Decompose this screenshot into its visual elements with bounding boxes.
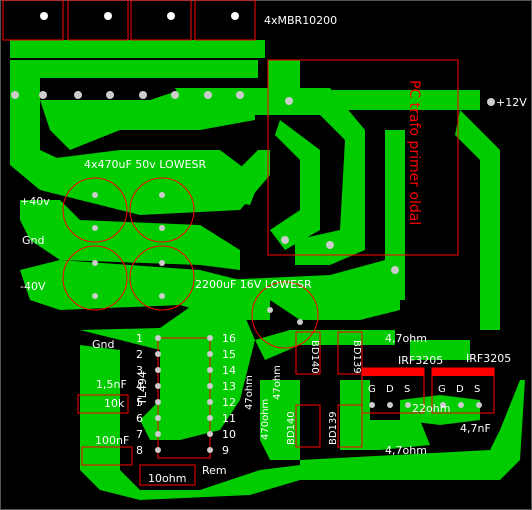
cap-2200 [251, 281, 319, 349]
ic-pin-4: 4 [136, 380, 143, 393]
irf-1-tab [362, 368, 424, 376]
cap-470-2 [129, 177, 195, 243]
ic-pin-5: 5 [136, 396, 143, 409]
irf-2-tab [432, 368, 494, 376]
diode-package-2 [67, 0, 129, 41]
ic-pin-numbers-left: 1 2 3 4 5 6 7 8 [136, 332, 143, 457]
silkscreen-layer [2, 0, 495, 486]
label-bd139a: BD139 [351, 340, 362, 374]
ic-pin-16: 16 [222, 332, 236, 345]
label-r4-7a: 4,7ohm [385, 332, 427, 345]
ic-pin-10: 10 [222, 428, 236, 441]
r10ohm-outline [139, 464, 196, 486]
ic-pin-11: 11 [222, 412, 236, 425]
label-r10k: 10k [104, 397, 125, 410]
ic-pads [155, 335, 213, 453]
diode-symbols [40, 12, 239, 20]
label-r4-7b: 4,7ohm [385, 444, 427, 457]
bd139-a-outline [337, 331, 363, 375]
mosfet-2-pin-G: G [438, 384, 446, 395]
cap-470-1 [62, 177, 128, 243]
label-40v-pos: +40v [20, 195, 50, 208]
label-bd139b: BD139 [328, 411, 339, 445]
diode-package-4 [194, 0, 256, 41]
label-cap2200: 2200uF 16V LOWESR [195, 278, 312, 291]
ic-pin-3: 3 [136, 364, 143, 377]
label-diodes: 4xMBR10200 [264, 14, 337, 27]
mosfet-1-pin-D: D [386, 384, 394, 395]
label-r47a: 47ohm [244, 375, 255, 410]
ic-pin-12: 12 [222, 396, 236, 409]
label-ic: TL494 [136, 371, 149, 406]
label-c4n7: 4,7nF [460, 422, 491, 435]
label-bd140a: BD140 [309, 340, 320, 374]
ic-pin-numbers-right: 16 15 14 13 12 11 10 9 [222, 332, 236, 457]
label-irf1: IRF3205 [398, 354, 443, 367]
mosfet-1-pin-G: G [368, 384, 376, 395]
ic-pin-2: 2 [136, 348, 143, 361]
mosfet-2-pin-S: S [474, 384, 480, 395]
label-caps: 4x470uF 50v LOWESR [84, 158, 207, 171]
bd140-b-outline [295, 404, 321, 448]
c100n-outline [81, 446, 133, 466]
label-c100n: 100nF [95, 434, 129, 447]
ic-pin-1: 1 [136, 332, 143, 345]
ic-pin-6: 6 [136, 412, 143, 425]
pads [11, 91, 495, 408]
label-12v: +12V [496, 96, 527, 109]
ic-pin-7: 7 [136, 428, 143, 441]
bd140-a-outline [295, 331, 321, 375]
ic-pin-15: 15 [222, 348, 236, 361]
diode-package-3 [130, 0, 192, 41]
label-r22: 22ohm [412, 402, 450, 415]
label-transformer: PC trafo primer oldal [406, 80, 422, 225]
label-gnd-ic: Gnd [92, 338, 114, 351]
r10k-outline [77, 394, 129, 414]
ic-outline [157, 337, 211, 459]
diode-package-1 [2, 0, 64, 41]
ic-pin-14: 14 [222, 364, 236, 377]
transformer-outline [267, 59, 459, 256]
mosfet-1-pin-S: S [404, 384, 410, 395]
label-irf2: IRF3205 [466, 352, 511, 365]
label-bd140b: BD140 [286, 411, 297, 445]
label-c1n5: 1,5nF [96, 378, 127, 391]
label-gnd-left: Gnd [22, 234, 44, 247]
label-r47b: 47ohm [272, 365, 283, 400]
label-r470: 470ohm [260, 399, 271, 440]
ic-pin-9: 9 [222, 444, 229, 457]
label-r10ohm: 10ohm [148, 472, 186, 485]
cap-470-4 [129, 245, 195, 311]
bd139-b-outline [337, 404, 363, 448]
label-rem: Rem [202, 464, 227, 477]
ic-pin-13: 13 [222, 380, 236, 393]
label-40v-neg: -40V [20, 280, 46, 293]
ic-pin-8: 8 [136, 444, 143, 457]
cap-470-3 [62, 245, 128, 311]
mosfet-2-pin-D: D [456, 384, 464, 395]
